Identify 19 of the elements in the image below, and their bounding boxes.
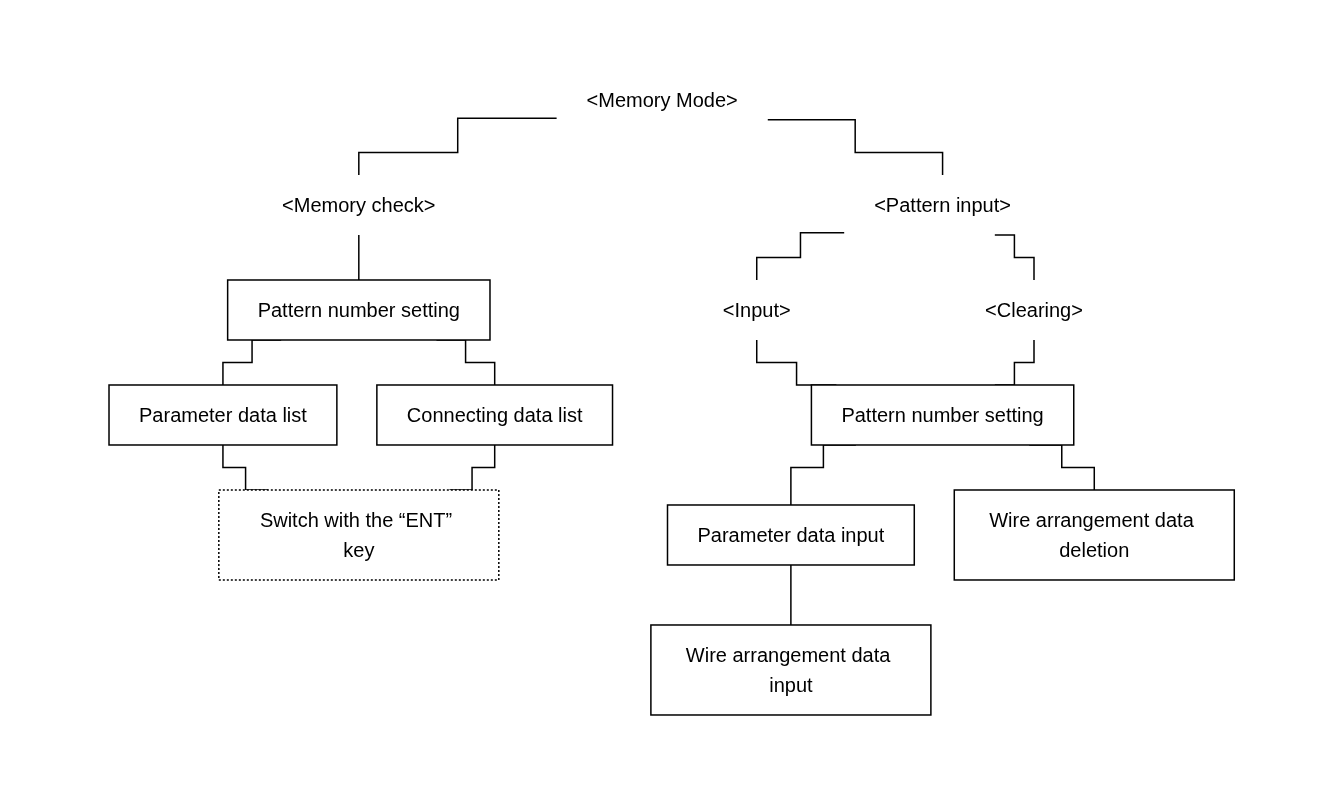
node-text: <Memory check> xyxy=(282,194,436,216)
node-text: <Clearing> xyxy=(985,298,1084,321)
node-box: Parameter data list xyxy=(108,384,338,446)
node-text: <Memory Mode> xyxy=(586,89,739,111)
connector xyxy=(790,564,792,626)
node-box: Switch with the “ENT” key xyxy=(218,489,500,581)
node-box: Wire arrangement data deletion xyxy=(953,489,1236,581)
node-box: Pattern number setting xyxy=(811,384,1075,446)
node-box: Connecting data list xyxy=(376,384,614,446)
node-box: Parameter data input xyxy=(667,504,916,566)
node-box: Wire arrangement data input xyxy=(650,624,932,716)
node-box: Pattern number setting xyxy=(227,279,492,341)
connector xyxy=(358,234,360,281)
connector xyxy=(358,117,558,176)
connector xyxy=(994,234,1036,281)
node-text: <Pattern input> xyxy=(874,194,1012,216)
connector xyxy=(767,119,944,176)
node-text: <Input> xyxy=(723,298,792,321)
connector xyxy=(756,232,846,281)
